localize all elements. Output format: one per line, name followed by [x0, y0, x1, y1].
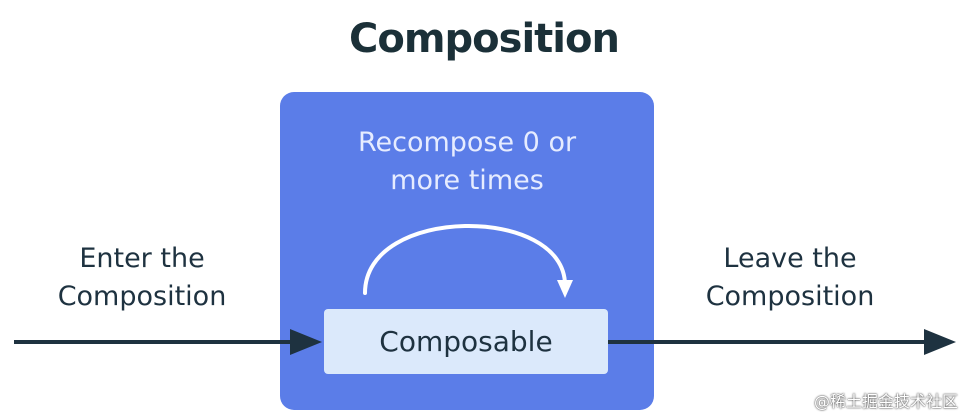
watermark: @稀土掘金技术社区 [813, 392, 958, 411]
leave-label: Leave the Composition [680, 240, 900, 316]
enter-arrow-icon [14, 329, 322, 355]
leave-arrow-icon [608, 329, 956, 355]
leave-label-line-2: Composition [705, 281, 875, 312]
leave-label-line-1: Leave the [723, 243, 857, 274]
enter-label-line-1: Enter the [79, 243, 205, 274]
diagram-title: Composition [349, 16, 620, 62]
recompose-label-line-2: more times [390, 165, 544, 196]
recompose-label-line-1: Recompose 0 or [357, 127, 577, 158]
recompose-loop-arrow-icon [363, 224, 573, 298]
enter-label-line-2: Composition [57, 281, 227, 312]
composable-box: Composable [324, 309, 608, 374]
enter-label: Enter the Composition [32, 240, 252, 316]
recompose-label: Recompose 0 or more times [280, 124, 654, 200]
